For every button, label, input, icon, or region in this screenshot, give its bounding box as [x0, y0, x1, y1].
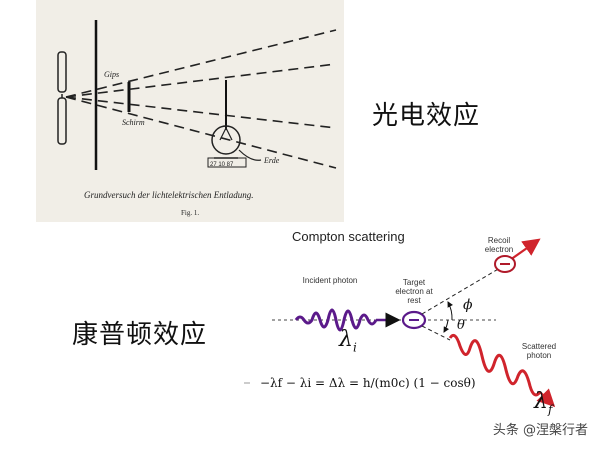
scattered-photon-wave: [448, 333, 542, 397]
compton-formula: −λf − λi = Δλ = h/(m0c) (1 − cosθ): [260, 376, 476, 390]
compton-title: 康普顿效应: [72, 320, 208, 350]
label-schirm: Schirm: [122, 118, 145, 127]
recoil-label: Recoil electron: [484, 236, 514, 254]
figure-caption: Grundversuch der lichtelektrischen Entla…: [84, 190, 253, 200]
recoil-arrow: [509, 238, 541, 261]
watermark: 头条 @涅槃行者: [492, 423, 588, 438]
figure-label: Fig. 1.: [181, 209, 199, 217]
scattered-arrow: [536, 388, 556, 408]
lambda-i-symbol: λ: [339, 327, 353, 352]
lambda-i-sub: i: [352, 340, 357, 355]
device-plate: 27 10 87: [210, 162, 234, 168]
photoelectric-apparatus: Gips Schirm Erde 27 10 87 Grundversuch d…: [57, 20, 337, 217]
compton-heading: Compton scattering: [292, 229, 405, 244]
incident-photon-wave: [294, 308, 378, 332]
lambda-f-symbol: λ: [534, 389, 548, 414]
target-label: Target electron at rest: [395, 278, 433, 305]
light-rays: [65, 29, 337, 169]
lambda-i: λi: [339, 327, 357, 354]
photoelectric-figure: Gips Schirm Erde 27 10 87 Grundversuch d…: [36, 0, 344, 222]
label-gips: Gips: [104, 70, 119, 79]
lambda-f-sub: f: [547, 402, 553, 417]
phi-symbol: ϕ: [463, 297, 473, 313]
earth-wire: [238, 149, 262, 161]
scattered-label: Scattered photon: [521, 342, 557, 360]
photoelectric-title: 光电效应: [372, 101, 481, 131]
lambda-f: λf: [534, 389, 552, 416]
electroscope: [211, 125, 241, 155]
label-erde: Erde: [263, 156, 280, 165]
theta-symbol: θ: [457, 318, 465, 333]
lamp-electrode-top: [57, 51, 67, 93]
incident-label: Incident photon: [302, 276, 358, 285]
